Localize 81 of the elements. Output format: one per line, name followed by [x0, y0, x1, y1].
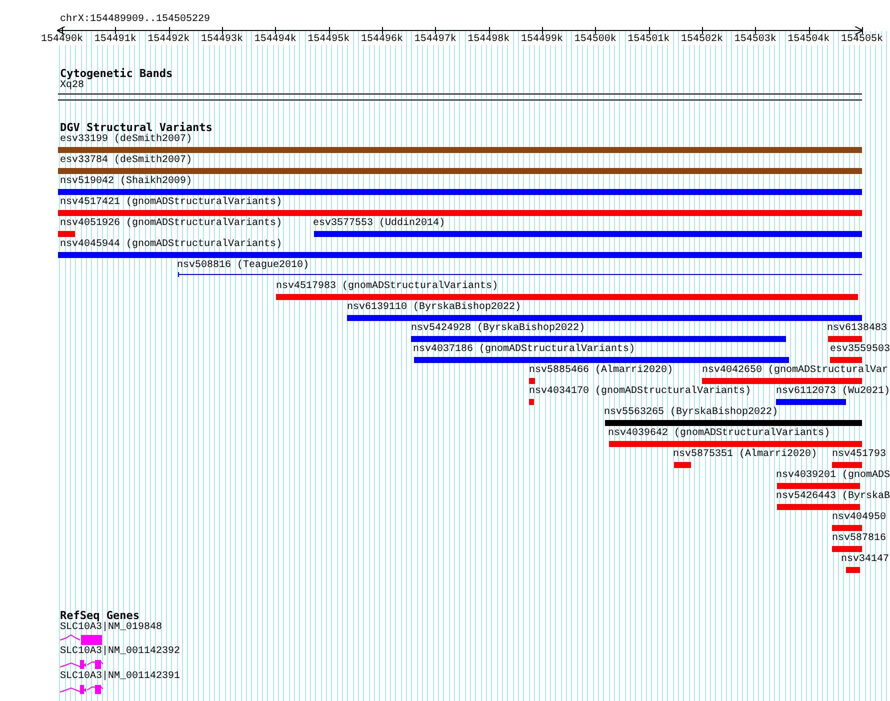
feature-label: nsv34147 — [841, 555, 890, 565]
variant-feature — [832, 513, 886, 531]
variant-feature — [832, 450, 886, 468]
feature-label: nsv5426443 (ByrskaB — [776, 492, 890, 502]
variant-feature — [776, 387, 890, 405]
variant-feature — [776, 492, 890, 510]
variant-feature — [608, 429, 862, 447]
feature-label: nsv4051926 (gnomADStructuralVariants) — [60, 219, 282, 229]
feature-label: SLC10A3|NM_001142392 — [60, 647, 180, 657]
tick-label: 154499k — [520, 35, 563, 45]
tick-label: 154494k — [254, 35, 296, 45]
variant-feature — [58, 219, 282, 237]
feature-label: nsv508816 (Teague2010) — [177, 261, 310, 271]
tick-label: 154502k — [680, 35, 723, 45]
feature-label: nsv4039201 (gnomADS — [776, 471, 890, 481]
track-title: RefSeq Genes — [60, 610, 140, 621]
feature-label: nsv4042650 (gnomADStructuralVar — [702, 366, 888, 376]
tick-label: 154490k — [41, 35, 84, 45]
gene-feature — [60, 647, 180, 669]
feature-label: nsv4517421 (gnomADStructuralVariants) — [60, 198, 282, 208]
feature-label: esv3559503 — [830, 345, 890, 355]
feature-label: nsv4039642 (gnomADStructuralVariants) — [608, 429, 830, 439]
feature-label: nsv587816 — [832, 534, 886, 544]
tick-label: 154501k — [628, 35, 670, 45]
feature-label: esv33199 (deSmith2007) — [60, 135, 192, 145]
feature-label: esv33784 (deSmith2007) — [60, 156, 192, 166]
tick-label: 154491k — [94, 35, 136, 45]
variant-feature — [702, 366, 888, 384]
variant-feature — [177, 261, 862, 277]
variant-feature — [673, 450, 817, 468]
variant-feature — [58, 135, 862, 153]
feature-label: nsv451793 — [832, 450, 886, 460]
cytoband-feature — [58, 81, 862, 101]
variant-feature — [58, 156, 862, 174]
feature-label: nsv5424928 (ByrskaBishop2022) — [411, 324, 586, 334]
feature-label: nsv6138483 — [827, 324, 888, 334]
tick-label: 154496k — [360, 35, 403, 45]
feature-label: nsv5885466 (Almarri2020) — [529, 366, 674, 376]
tick-label: 154497k — [414, 35, 456, 45]
feature-label: nsv6112073 (Wu2021) — [776, 387, 890, 397]
variant-feature — [604, 408, 862, 426]
variant-feature — [58, 240, 862, 258]
variant-feature — [58, 177, 862, 195]
tick-label: 154498k — [468, 35, 510, 45]
variant-feature — [347, 303, 862, 321]
variant-feature — [58, 198, 862, 216]
variant-feature — [776, 471, 890, 489]
tick-label: 154495k — [308, 35, 350, 45]
feature-label: SLC10A3|NM_001142391 — [60, 672, 180, 682]
feature-label: nsv404950 — [832, 513, 886, 523]
variant-feature — [411, 324, 786, 342]
feature-label: SLC10A3|NM_019848 — [60, 623, 162, 633]
feature-label: nsv4034170 (gnomADStructuralVariants) — [529, 387, 752, 397]
feature-label: nsv6139110 (ByrskaBishop2022) — [347, 303, 522, 313]
variant-feature — [827, 324, 887, 342]
variant-feature — [529, 387, 751, 405]
feature-label: nsv519042 (Shaikh2009) — [60, 177, 192, 187]
feature-label: nsv4037186 (gnomADStructuralVariants) — [413, 345, 636, 355]
coordinate-label: chrX:154489909..154505229 — [60, 15, 210, 25]
gene-feature — [60, 623, 162, 645]
feature-label: nsv5875351 (Almarri2020) — [673, 450, 818, 460]
feature-label: Xq28 — [60, 81, 84, 91]
feature-label: esv3577553 (Uddin2014) — [313, 219, 446, 229]
tick-label: 154492k — [148, 35, 190, 45]
variant-feature — [830, 345, 890, 363]
variant-feature — [832, 534, 886, 552]
feature-label: nsv4045944 (gnomADStructuralVariants) — [60, 240, 282, 250]
variant-feature — [276, 282, 858, 300]
variant-feature — [841, 555, 889, 573]
variant-feature — [413, 345, 789, 363]
gene-feature — [60, 672, 180, 694]
feature-label: nsv4517983 (gnomADStructuralVariants) — [276, 282, 498, 292]
tick-label: 154504k — [788, 35, 830, 45]
variant-feature — [529, 366, 673, 384]
track-title: DGV Structural Variants — [60, 122, 212, 133]
variant-feature — [313, 219, 862, 237]
feature-label: nsv5563265 (ByrskaBishop2022) — [604, 408, 778, 418]
tick-label: 154505k — [840, 35, 883, 45]
tick-label: 154503k — [734, 35, 776, 45]
tick-label: 154493k — [200, 35, 243, 45]
tick-label: 154500k — [574, 35, 616, 45]
